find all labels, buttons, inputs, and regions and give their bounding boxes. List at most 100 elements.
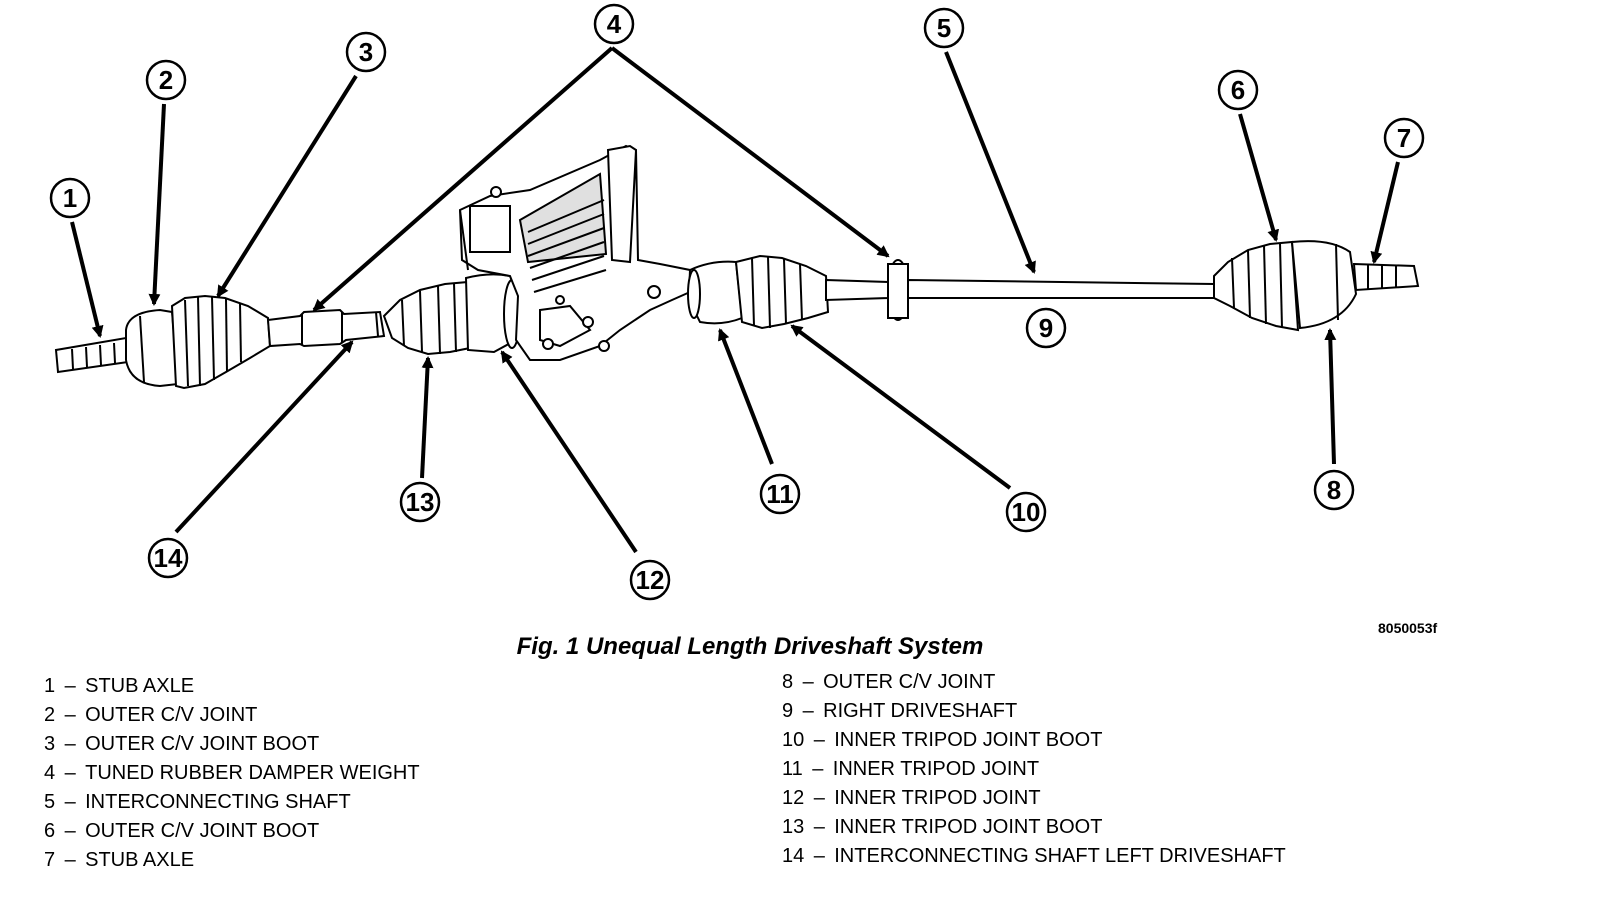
right-driveshaft-bar — [825, 278, 1215, 302]
legend-label: OUTER C/V JOINT — [823, 671, 996, 693]
right-outer-cv-joint — [1290, 240, 1358, 330]
svg-text:2: 2 — [159, 65, 173, 95]
left-inner-tripod-joint — [464, 273, 521, 354]
legend-label: INNER TRIPOD JOINT — [832, 758, 1040, 780]
left-outer-cv-joint — [125, 308, 180, 388]
legend-dash: – — [813, 816, 825, 838]
legend-dash: – — [813, 845, 825, 867]
legend-item: 1–STUB AXLE — [44, 672, 420, 701]
legend-number: 8 — [782, 671, 794, 693]
legend-item: 3–OUTER C/V JOINT BOOT — [44, 730, 420, 759]
right-stub-axle — [1352, 262, 1420, 292]
legend-number: 11 — [782, 758, 803, 780]
legend-dash: – — [813, 787, 825, 809]
figure-caption: Fig. 1 Unequal Length Driveshaft System — [516, 633, 984, 660]
callout-8: 8 — [1313, 469, 1355, 511]
legend-dash: – — [64, 791, 76, 813]
legend-item: 6–OUTER C/V JOINT BOOT — [44, 817, 420, 846]
legend-label: RIGHT DRIVESHAFT — [823, 700, 1018, 722]
legend-dash: – — [64, 675, 76, 697]
callout-3: 3 — [345, 31, 387, 73]
right-inner-tripod-boot — [734, 254, 830, 330]
svg-text:9: 9 — [1039, 313, 1053, 343]
callout-13: 13 — [399, 481, 441, 523]
legend-item: 8–OUTER C/V JOINT — [782, 668, 1286, 697]
legend-number: 14 — [782, 845, 805, 867]
legend-number: 10 — [782, 729, 805, 751]
callout-markers: 1 2 3 4 5 6 7 8 9 10 11 12 13 14 — [49, 3, 1425, 601]
legend-dash: – — [64, 762, 76, 784]
legend-label: INTERCONNECTING SHAFT — [85, 791, 351, 813]
callout-7: 7 — [1383, 117, 1425, 159]
interconnecting-shaft — [266, 308, 386, 348]
callout-14: 14 — [147, 537, 189, 579]
legend-item: 12–INNER TRIPOD JOINT — [782, 784, 1286, 813]
svg-text:11: 11 — [766, 479, 794, 509]
legend-label: INNER TRIPOD JOINT BOOT — [834, 816, 1103, 838]
legend-label: INNER TRIPOD JOINT — [834, 787, 1041, 809]
legend-label: OUTER C/V JOINT BOOT — [85, 733, 320, 755]
legend-right-column: 8–OUTER C/V JOINT 9–RIGHT DRIVESHAFT 10–… — [782, 668, 1286, 871]
svg-text:14: 14 — [154, 543, 183, 573]
callout-2: 2 — [145, 59, 187, 101]
callout-1: 1 — [49, 177, 91, 219]
legend-label: INTERCONNECTING SHAFT LEFT DRIVESHAFT — [834, 845, 1286, 867]
figure-code: 8050053f — [1378, 620, 1438, 636]
legend-left-column: 1–STUB AXLE 2–OUTER C/V JOINT 3–OUTER C/… — [44, 672, 420, 875]
callout-5: 5 — [923, 7, 965, 49]
legend-item: 7–STUB AXLE — [44, 846, 420, 875]
legend-dash: – — [64, 849, 76, 871]
legend-number: 7 — [44, 849, 56, 871]
callout-11: 11 — [759, 473, 801, 515]
legend-label: STUB AXLE — [85, 849, 195, 871]
callout-9: 9 — [1025, 307, 1067, 349]
legend-dash: – — [813, 729, 825, 751]
svg-text:3: 3 — [359, 37, 373, 67]
svg-text:6: 6 — [1231, 75, 1245, 105]
left-outer-cv-boot — [170, 294, 272, 390]
left-stub-axle — [54, 336, 130, 374]
legend-number: 5 — [44, 791, 56, 813]
legend-item: 9–RIGHT DRIVESHAFT — [782, 697, 1286, 726]
right-damper-weight — [887, 259, 909, 321]
leader-lines — [70, 46, 1400, 554]
driveshaft-diagram: 1 2 3 4 5 6 7 8 9 10 11 12 13 14 — [49, 3, 1425, 601]
svg-text:10: 10 — [1012, 497, 1041, 527]
legend-item: 11–INNER TRIPOD JOINT — [782, 755, 1286, 784]
legend-number: 13 — [782, 816, 805, 838]
transaxle-housing — [458, 144, 691, 361]
callout-6: 6 — [1217, 69, 1259, 111]
callout-10: 10 — [1005, 491, 1047, 533]
legend-number: 4 — [44, 762, 56, 784]
left-driveshaft-assembly — [54, 273, 521, 390]
svg-text:4: 4 — [607, 9, 622, 39]
right-driveshaft-assembly — [687, 240, 1420, 332]
legend-label: STUB AXLE — [85, 675, 195, 697]
legend-number: 1 — [44, 675, 56, 697]
legend-label: INNER TRIPOD JOINT BOOT — [834, 729, 1103, 751]
svg-text:1: 1 — [63, 183, 77, 213]
legend-item: 4–TUNED RUBBER DAMPER WEIGHT — [44, 759, 420, 788]
legend-label: OUTER C/V JOINT — [85, 704, 258, 726]
legend-number: 9 — [782, 700, 794, 722]
svg-text:7: 7 — [1397, 123, 1411, 153]
legend-dash: – — [812, 758, 824, 780]
legend-label: TUNED RUBBER DAMPER WEIGHT — [85, 762, 420, 784]
legend-item: 5–INTERCONNECTING SHAFT — [44, 788, 420, 817]
legend-label: OUTER C/V JOINT BOOT — [85, 820, 320, 842]
left-inner-tripod-boot — [382, 280, 472, 356]
legend-number: 3 — [44, 733, 56, 755]
legend-item: 10–INNER TRIPOD JOINT BOOT — [782, 726, 1286, 755]
legend-dash: – — [64, 704, 76, 726]
legend-dash: – — [802, 671, 814, 693]
callout-12: 12 — [629, 559, 671, 601]
svg-text:8: 8 — [1327, 475, 1341, 505]
legend-dash: – — [64, 820, 76, 842]
legend-number: 6 — [44, 820, 56, 842]
legend-item: 2–OUTER C/V JOINT — [44, 701, 420, 730]
legend-item: 14–INTERCONNECTING SHAFT LEFT DRIVESHAFT — [782, 842, 1286, 871]
legend-number: 12 — [782, 787, 805, 809]
legend-item: 13–INNER TRIPOD JOINT BOOT — [782, 813, 1286, 842]
svg-text:5: 5 — [937, 13, 951, 43]
svg-text:13: 13 — [406, 487, 435, 517]
